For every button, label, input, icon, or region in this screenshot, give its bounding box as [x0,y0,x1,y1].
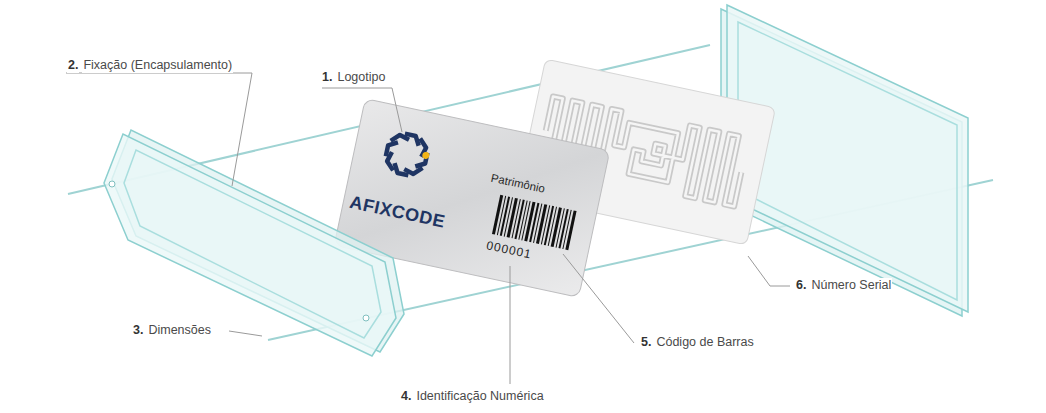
fixing-hole [109,181,115,187]
logo-dot [422,151,430,159]
leader-line [748,256,790,286]
asset-number: 000001 [485,238,533,262]
fixing-hole [363,315,369,321]
callout-label: Dimensões [147,323,212,338]
leader-lines [66,73,790,384]
logo-petal [393,163,411,175]
callout-label: Código de Barras [655,335,754,350]
callout-number: 3. [132,323,144,338]
plate-title: Patrimônio [490,172,547,197]
barcode-bar [565,210,576,250]
callout-label: Número Serial [810,278,892,293]
callout-number: 4. [400,389,412,404]
callout-number: 6. [795,278,807,293]
brand-name: AFIXCODE [348,192,447,233]
glass-panel [104,134,396,356]
logo-petal [391,132,409,148]
callout-label: Logotipo [336,70,386,85]
callout-number: 2. [67,58,79,73]
leader-line [66,73,252,186]
callout-label: Identificação Numérica [415,389,544,404]
leader-line [229,331,262,336]
logo-petal [386,141,398,159]
glass-inner-edge [738,22,957,300]
logo-mark [381,129,433,180]
leader-line [322,88,402,132]
callout-label: Fixação (Encapsulamento) [82,58,233,73]
glass-inner-edge [124,150,381,338]
leader-line [510,266,511,384]
leader-line [563,254,634,343]
callout-number: 1. [321,70,333,85]
callout-number: 5. [640,335,652,350]
